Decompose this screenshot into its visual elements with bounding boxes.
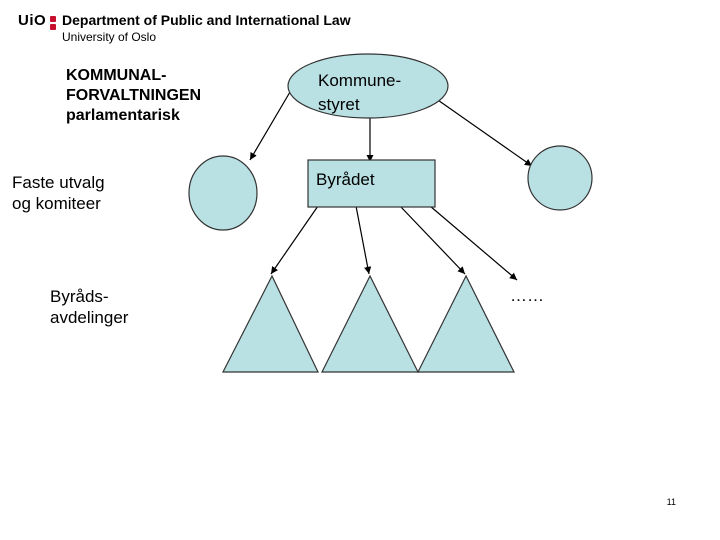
- connector-kommunestyret-left: [249, 91, 291, 161]
- university-name: University of Oslo: [62, 30, 157, 44]
- department-triangle-3: [417, 274, 515, 373]
- logo-suffix: O: [34, 12, 47, 29]
- kommunestyret-node: [287, 53, 449, 119]
- byradet-label: Byrådet: [316, 170, 375, 189]
- committees-label: Faste utvalg og komiteer: [12, 173, 105, 214]
- connector-kommunestyret-right: [434, 97, 533, 167]
- connector-byradet-4: [429, 205, 518, 281]
- header: UiO Department of Public and Internation…: [18, 12, 398, 46]
- logo-colon-icon: [50, 14, 57, 30]
- connector-byradet-3: [399, 205, 466, 275]
- more-ellipsis: ……: [510, 286, 544, 305]
- committee-circle-left: [188, 155, 258, 231]
- department-triangle-2: [321, 274, 419, 373]
- uio-logo: UiO: [18, 12, 46, 29]
- committee-circle-right: [527, 145, 593, 211]
- kommunestyret-label-1: Kommune-: [318, 71, 401, 90]
- department-name: Department of Public and International L…: [62, 12, 351, 28]
- department-triangle-1: [222, 274, 319, 373]
- connector-byradet-1: [270, 205, 319, 275]
- slide-title: KOMMUNAL- FORVALTNINGEN parlamentarisk: [66, 67, 202, 124]
- page-number: 11: [666, 497, 676, 507]
- logo-prefix: Ui: [18, 12, 34, 29]
- kommunestyret-label-2: styret: [318, 95, 360, 114]
- connector-byradet-2: [355, 205, 372, 275]
- departments-label: Byråds- avdelinger: [50, 287, 129, 328]
- byradet-node: [307, 159, 436, 208]
